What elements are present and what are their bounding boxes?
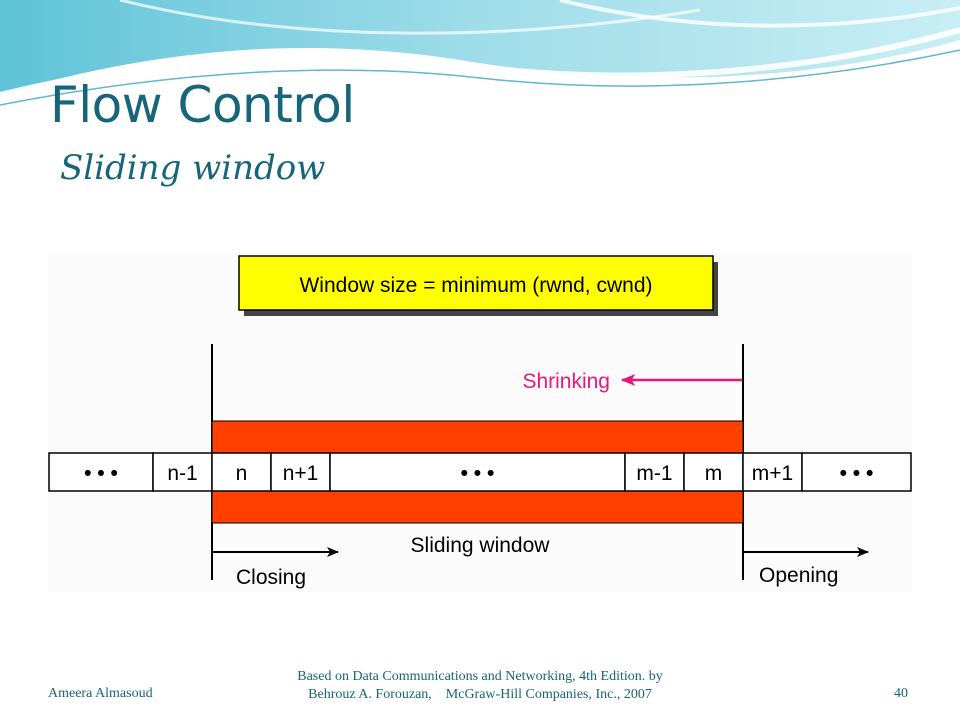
- formula-box: [238, 255, 714, 311]
- sliding-window-label: Sliding window: [411, 534, 551, 557]
- sequence-cell-label: m-1: [636, 462, 672, 485]
- footer-author: Ameera Almasoud: [48, 686, 153, 701]
- sequence-cell-label: n+1: [283, 462, 319, 485]
- opening-label: Opening: [759, 564, 838, 587]
- footer-source: Based on Data Communications and Network…: [240, 668, 720, 704]
- sequence-cell-label: m+1: [752, 462, 793, 485]
- sequence-cell: [270, 452, 331, 492]
- sequence-cell-label: • • •: [840, 462, 874, 485]
- formula-text: Window size = minimum (rwnd, cwnd): [299, 274, 652, 297]
- header-wave-decoration: [0, 0, 960, 106]
- shrinking-label: Shrinking: [522, 370, 610, 393]
- window-bottom-bar: [211, 490, 744, 524]
- sequence-cell-label: n-1: [167, 462, 197, 485]
- sequence-cell-label: n: [236, 462, 248, 485]
- footer-source-line: Based on Data Communications and Network…: [297, 669, 663, 684]
- slide-title: Flow Control: [50, 76, 355, 134]
- sequence-cell-label: • • •: [461, 462, 495, 485]
- sequence-cell-label: m: [705, 462, 723, 485]
- slide-subtitle: Sliding window: [60, 148, 326, 188]
- page-number: 40: [894, 686, 908, 701]
- sequence-cell: [742, 452, 803, 492]
- sequence-cell-label: • • •: [84, 462, 118, 485]
- sequence-cell: [329, 452, 626, 492]
- sequence-cell: [683, 452, 744, 492]
- window-top-bar: [211, 420, 744, 454]
- sequence-cell: [48, 452, 154, 492]
- closing-label: Closing: [236, 566, 306, 589]
- footer-source-line: Behrouz A. Forouzan, McGraw-Hill Compani…: [308, 687, 652, 702]
- sequence-cell: [624, 452, 685, 492]
- sequence-cell: [211, 452, 272, 492]
- sequence-cells: • • • n-1 n n+1 • • • m-1 m m+1 • • •: [48, 452, 912, 492]
- sequence-cell: [801, 452, 912, 492]
